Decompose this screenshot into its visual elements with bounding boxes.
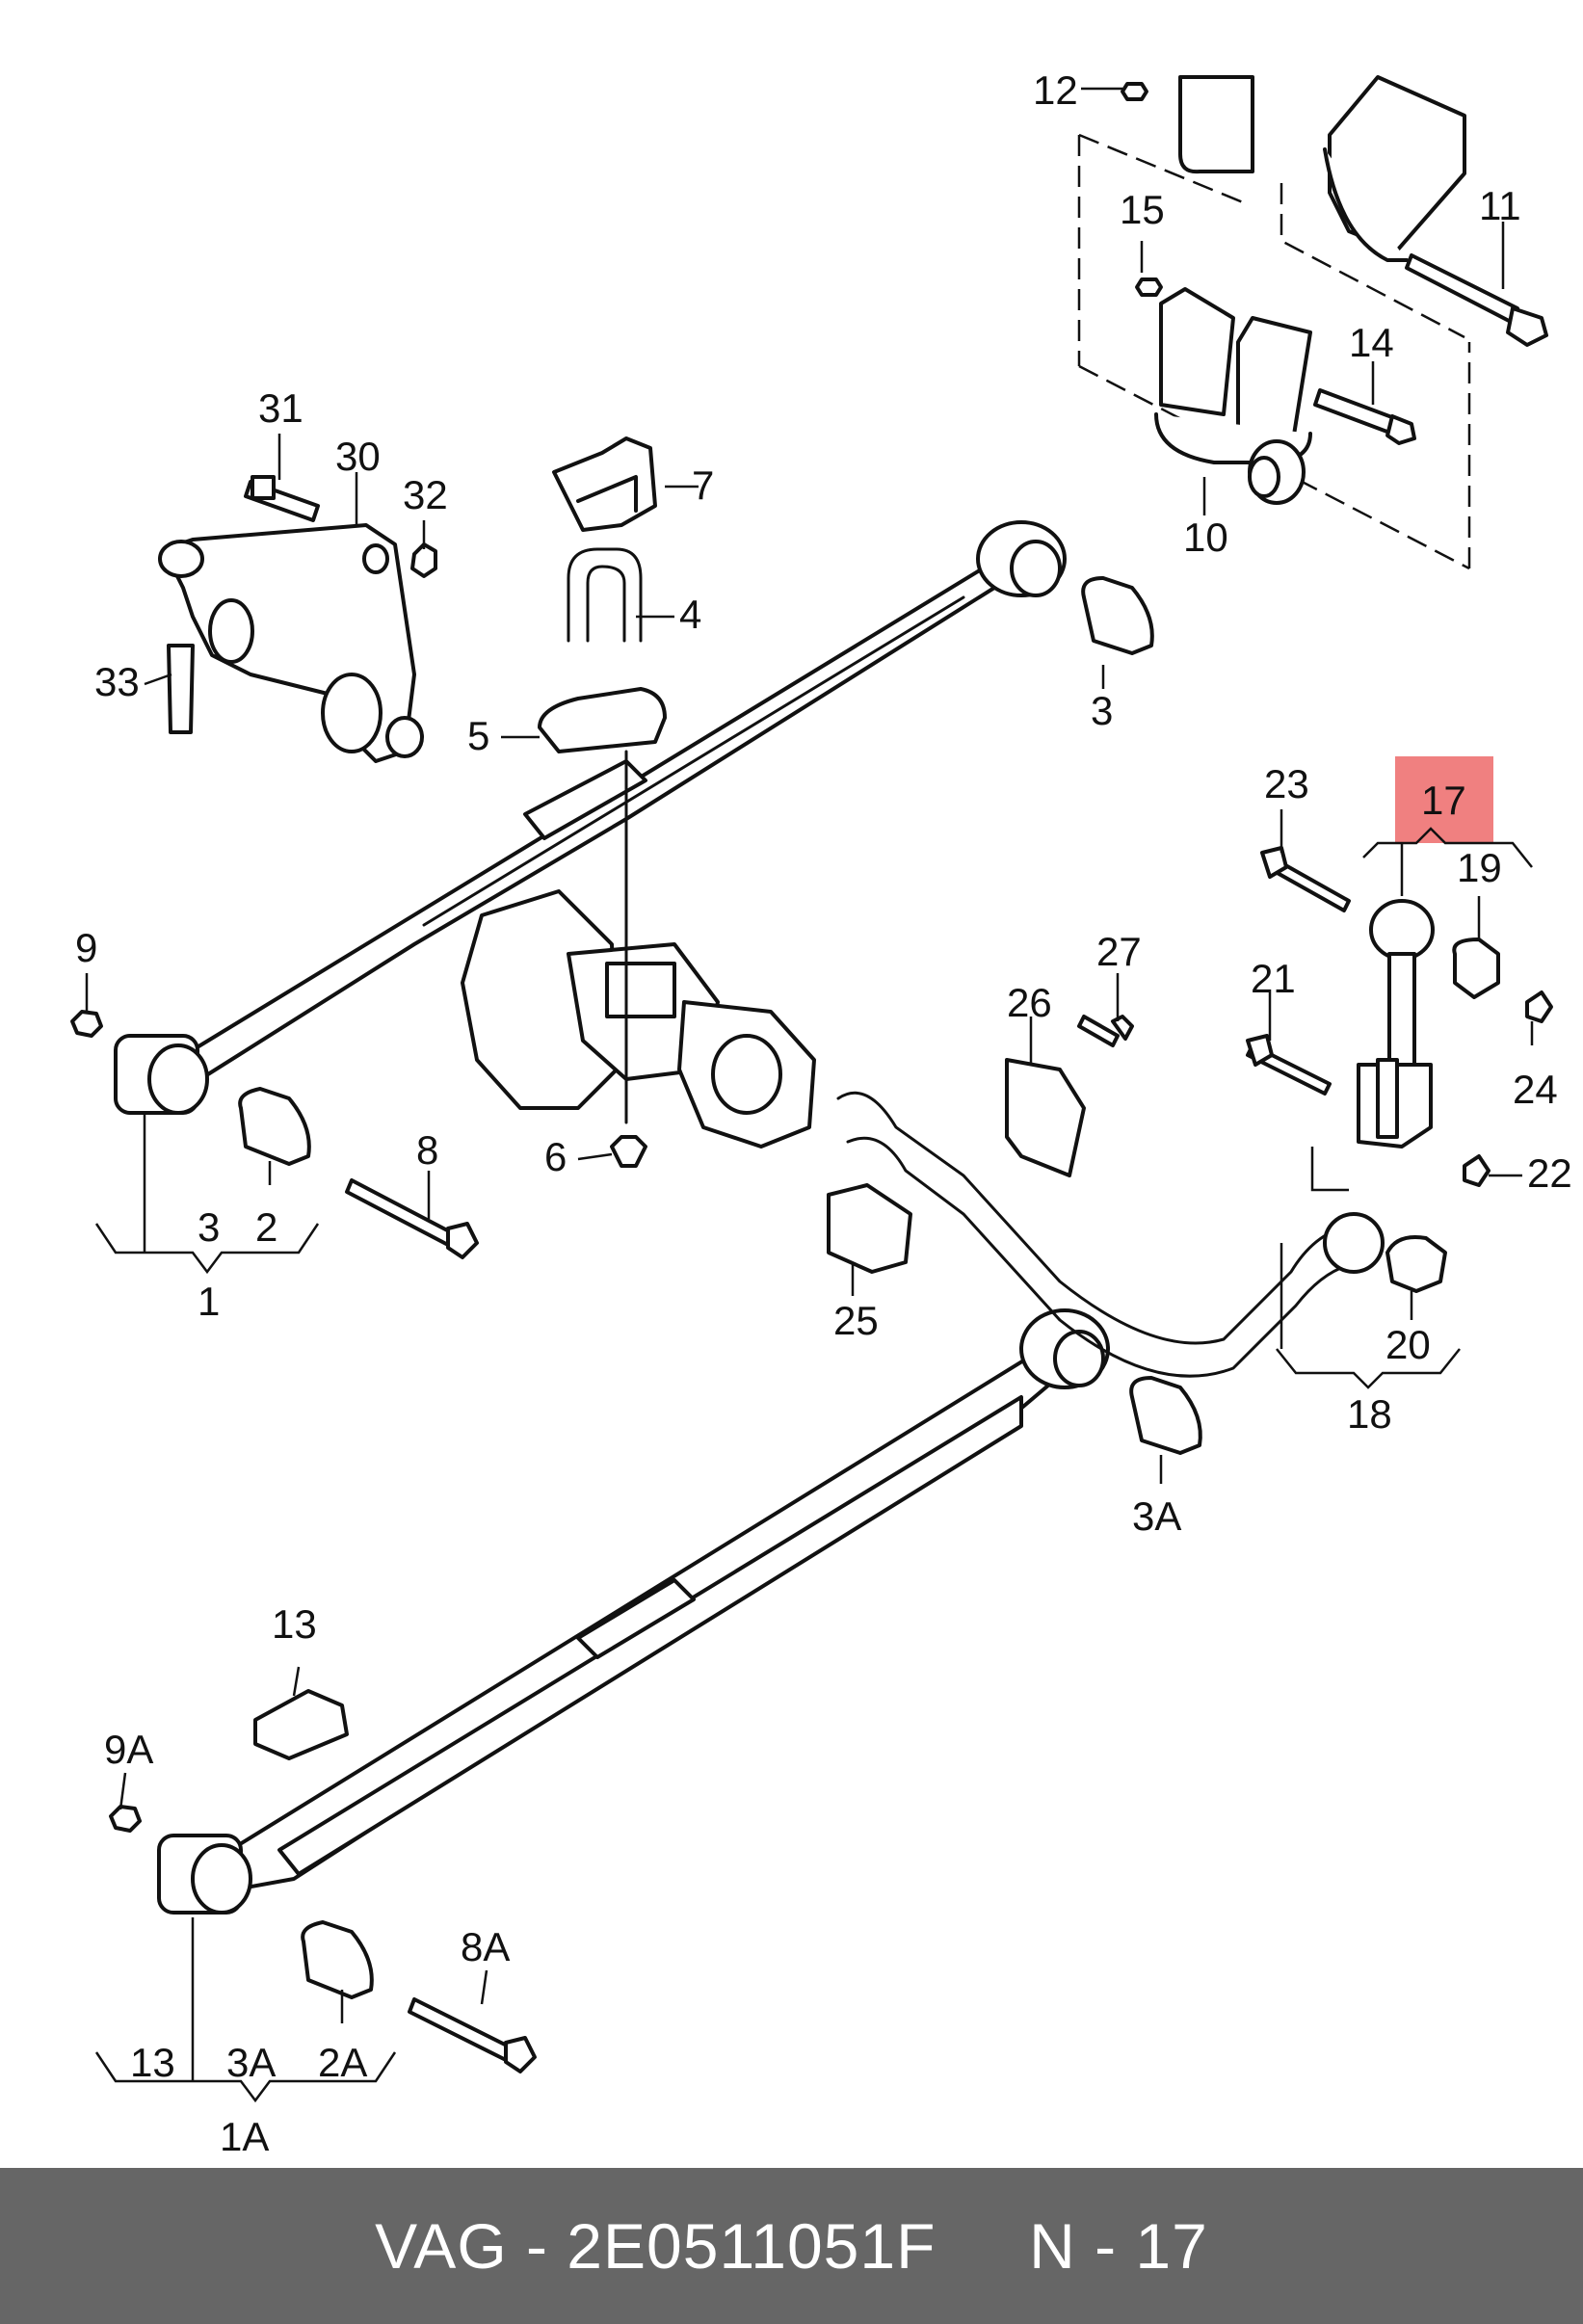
label-30: 30: [335, 434, 381, 479]
label-9A: 9A: [104, 1727, 153, 1772]
label-8: 8: [416, 1127, 438, 1173]
label-25: 25: [833, 1298, 879, 1343]
label-12: 12: [1033, 67, 1078, 113]
stabilizer-bar: [827, 846, 1553, 1378]
upper-leaf-spring: [114, 520, 1154, 1166]
label-19: 19: [1457, 845, 1502, 890]
center-parts: [538, 436, 667, 753]
label-21: 21: [1251, 956, 1296, 1001]
label-2A: 2A: [318, 2040, 367, 2085]
bolts: [70, 1010, 537, 2073]
label-27: 27: [1096, 929, 1142, 974]
shackle-bracket-assembly: [1077, 75, 1548, 570]
label-1: 1: [198, 1279, 220, 1324]
label-15: 15: [1120, 187, 1165, 232]
label-14: 14: [1349, 320, 1394, 365]
highlight-box: [1395, 756, 1493, 843]
lower-leaf-spring: [157, 1308, 1202, 1999]
label-18: 18: [1347, 1391, 1392, 1437]
label-17: 17: [1421, 778, 1466, 823]
label-24: 24: [1513, 1067, 1558, 1112]
part-labels: 12 15 11 14 10 31 30 32 33 7 4 5 3 17 23…: [75, 67, 1572, 2159]
footer-text: VAG - 2E0511051F N - 17: [375, 2210, 1208, 2282]
label-3-lower: 3: [198, 1204, 220, 1250]
label-6: 6: [544, 1134, 567, 1179]
part-number-footer: VAG - 2E0511051F N - 17: [0, 2168, 1583, 2324]
label-26: 26: [1007, 980, 1052, 1025]
label-3A-top: 3A: [1132, 1493, 1181, 1539]
axle-hub: [461, 750, 816, 1168]
label-3-upper: 3: [1091, 688, 1113, 733]
label-10: 10: [1183, 515, 1228, 560]
parts-diagram: 12 15 11 14 10 31 30 32 33 7 4 5 3 17 23…: [70, 67, 1572, 2159]
label-2: 2: [255, 1204, 277, 1250]
label-1A: 1A: [220, 2114, 269, 2159]
label-7: 7: [692, 462, 714, 508]
label-13-lower: 13: [130, 2040, 175, 2085]
label-22: 22: [1527, 1150, 1572, 1196]
label-8A: 8A: [461, 1924, 510, 1969]
leader-lines: [85, 87, 1534, 2023]
label-4: 4: [679, 592, 701, 637]
label-13-upper: 13: [272, 1601, 317, 1647]
label-5: 5: [467, 713, 489, 758]
label-20: 20: [1385, 1322, 1431, 1367]
grouping-brackets: [94, 827, 1533, 2103]
label-32: 32: [403, 472, 448, 517]
label-3A-bottom: 3A: [226, 2040, 276, 2085]
label-23: 23: [1264, 761, 1309, 806]
spring-hanger-bracket: [158, 475, 437, 763]
label-33: 33: [94, 659, 140, 704]
label-11: 11: [1479, 183, 1521, 228]
label-31: 31: [258, 385, 303, 431]
label-9: 9: [75, 925, 97, 970]
